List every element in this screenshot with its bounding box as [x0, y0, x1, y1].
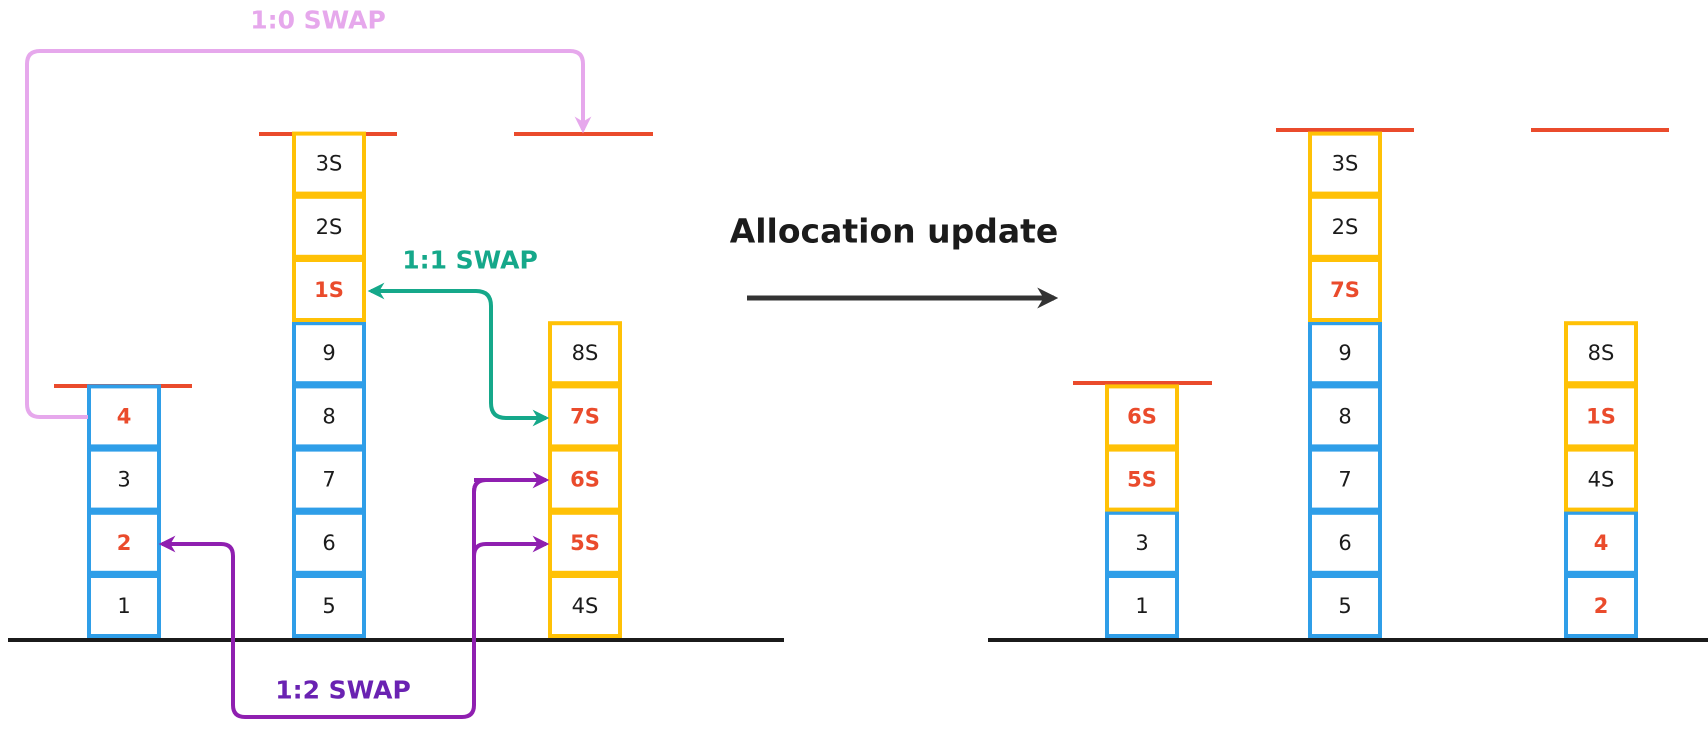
- after-stack-3: 2 4 4S 1S 8S: [1564, 321, 1638, 638]
- after-stack-1-cell-label: 3: [1135, 531, 1148, 555]
- swap-1-1-label: 1:1 SWAP: [402, 246, 538, 275]
- after-stack-3-cell: [1564, 510, 1638, 575]
- before-stack-1-cell: [87, 384, 161, 449]
- after-stack-3-cell-label: 2: [1594, 594, 1609, 618]
- swap-1-1-arrow: [367, 282, 550, 427]
- before-stack-2-cell-label: 9: [322, 341, 335, 365]
- before-stack-3: 4S 5S 6S 7S 8S: [548, 321, 622, 638]
- before-stack-1-cell: [87, 510, 161, 575]
- after-stack-2-cell-label: 7S: [1330, 278, 1360, 302]
- after-stack-3-cell-label: 8S: [1588, 341, 1615, 365]
- after-stack-3-cell-label: 4: [1594, 531, 1609, 555]
- after-stack-3-cell: [1564, 447, 1638, 512]
- before-stack-2-cell-label: 6: [322, 531, 335, 555]
- after-stack-1-cell: [1105, 574, 1179, 638]
- before-stack-2-cell-label: 2S: [316, 215, 343, 239]
- after-stack-2-cell-label: 3S: [1332, 152, 1359, 176]
- after-stack-2-cell-label: 6: [1338, 531, 1351, 555]
- after-stack-2-cell: [1308, 447, 1382, 512]
- after-stack-2-cell: [1308, 321, 1382, 386]
- before-stack-3-cell: [548, 574, 622, 638]
- swap-1-0-arrow: [25, 49, 592, 419]
- before-stack-2-cell: [292, 384, 366, 449]
- before-stack-3-cell-label: 7S: [570, 404, 600, 428]
- stacks-layer: 1 2 3 4 5 6 7 8 9 1S 2S 3S 4S 5S 6S 7S 8S 1 3 5S 6S 5 6 7 8 9 7S 2S…: [87, 131, 1638, 638]
- before-stack-2-cell-label: 5: [322, 594, 335, 618]
- after-stack-3-cell-label: 1S: [1586, 404, 1616, 428]
- before-stack-2-cell-label: 1S: [314, 278, 344, 302]
- after-stack-2-cell-label: 5: [1338, 594, 1351, 618]
- before-stack-2-cell: [292, 321, 366, 386]
- before-stack-3-cell-label: 8S: [572, 341, 599, 365]
- before-stack-1-cell: [87, 574, 161, 638]
- after-stack-2: 5 6 7 8 9 7S 2S 3S: [1308, 131, 1382, 638]
- before-stack-1-cell-label: 2: [117, 531, 132, 555]
- before-stack-3-cell-label: 5S: [570, 531, 600, 555]
- before-stack-3-cell: [548, 321, 622, 386]
- before-stack-3-cell: [548, 447, 622, 512]
- after-stack-3-cell-label: 4S: [1588, 468, 1615, 492]
- before-stack-2-cell: [292, 510, 366, 575]
- before-stack-2-cell-label: 8: [322, 404, 335, 428]
- before-stack-3-cell: [548, 384, 622, 449]
- swap-1-0-label: 1:0 SWAP: [250, 6, 386, 35]
- after-stack-2-cell-label: 2S: [1332, 215, 1359, 239]
- after-stack-2-cell: [1308, 258, 1382, 322]
- after-stack-1-cell-label: 6S: [1127, 404, 1157, 428]
- before-stack-2-cell: [292, 574, 366, 638]
- after-stack-2-cell: [1308, 510, 1382, 575]
- before-stack-2: 5 6 7 8 9 1S 2S 3S: [292, 131, 366, 638]
- after-stack-2-cell-label: 9: [1338, 341, 1351, 365]
- before-stack-1-cell: [87, 447, 161, 512]
- before-stack-1-cell-label: 3: [117, 468, 130, 492]
- after-stack-1-cell-label: 5S: [1127, 468, 1157, 492]
- after-stack-2-cell-label: 7: [1338, 468, 1351, 492]
- after-stack-1: 1 3 5S 6S: [1105, 384, 1179, 638]
- after-stack-1-cell-label: 1: [1135, 594, 1148, 618]
- before-stack-2-cell: [292, 258, 366, 322]
- after-stack-2-cell: [1308, 574, 1382, 638]
- before-stack-2-cell: [292, 194, 366, 259]
- before-stack-3-cell: [548, 510, 622, 575]
- after-stack-2-cell-label: 8: [1338, 404, 1351, 428]
- before-stack-3-cell-label: 6S: [570, 468, 600, 492]
- swap-1-2-label: 1:2 SWAP: [275, 676, 411, 705]
- after-stack-1-cell: [1105, 384, 1179, 449]
- before-stack-2-cell-label: 7: [322, 468, 335, 492]
- before-stack-1-cell-label: 1: [117, 594, 130, 618]
- allocation-update-label: Allocation update: [730, 212, 1059, 251]
- before-stack-2-cell: [292, 447, 366, 512]
- after-stack-2-cell: [1308, 131, 1382, 196]
- after-stack-1-cell: [1105, 447, 1179, 512]
- before-stack-1: 1 2 3 4: [87, 384, 161, 638]
- before-stack-2-cell-label: 3S: [316, 152, 343, 176]
- after-stack-2-cell: [1308, 194, 1382, 259]
- after-stack-3-cell: [1564, 321, 1638, 386]
- after-stack-2-cell: [1308, 384, 1382, 449]
- swap-1-2-arrow-6s: [472, 471, 550, 493]
- swap-1-2-arrow-5s: [472, 535, 550, 557]
- after-stack-3-cell: [1564, 574, 1638, 638]
- after-stack-3-cell: [1564, 384, 1638, 449]
- before-stack-2-cell: [292, 131, 366, 196]
- after-stack-1-cell: [1105, 510, 1179, 575]
- before-stack-3-cell-label: 4S: [572, 594, 599, 618]
- before-stack-1-cell-label: 4: [117, 404, 132, 428]
